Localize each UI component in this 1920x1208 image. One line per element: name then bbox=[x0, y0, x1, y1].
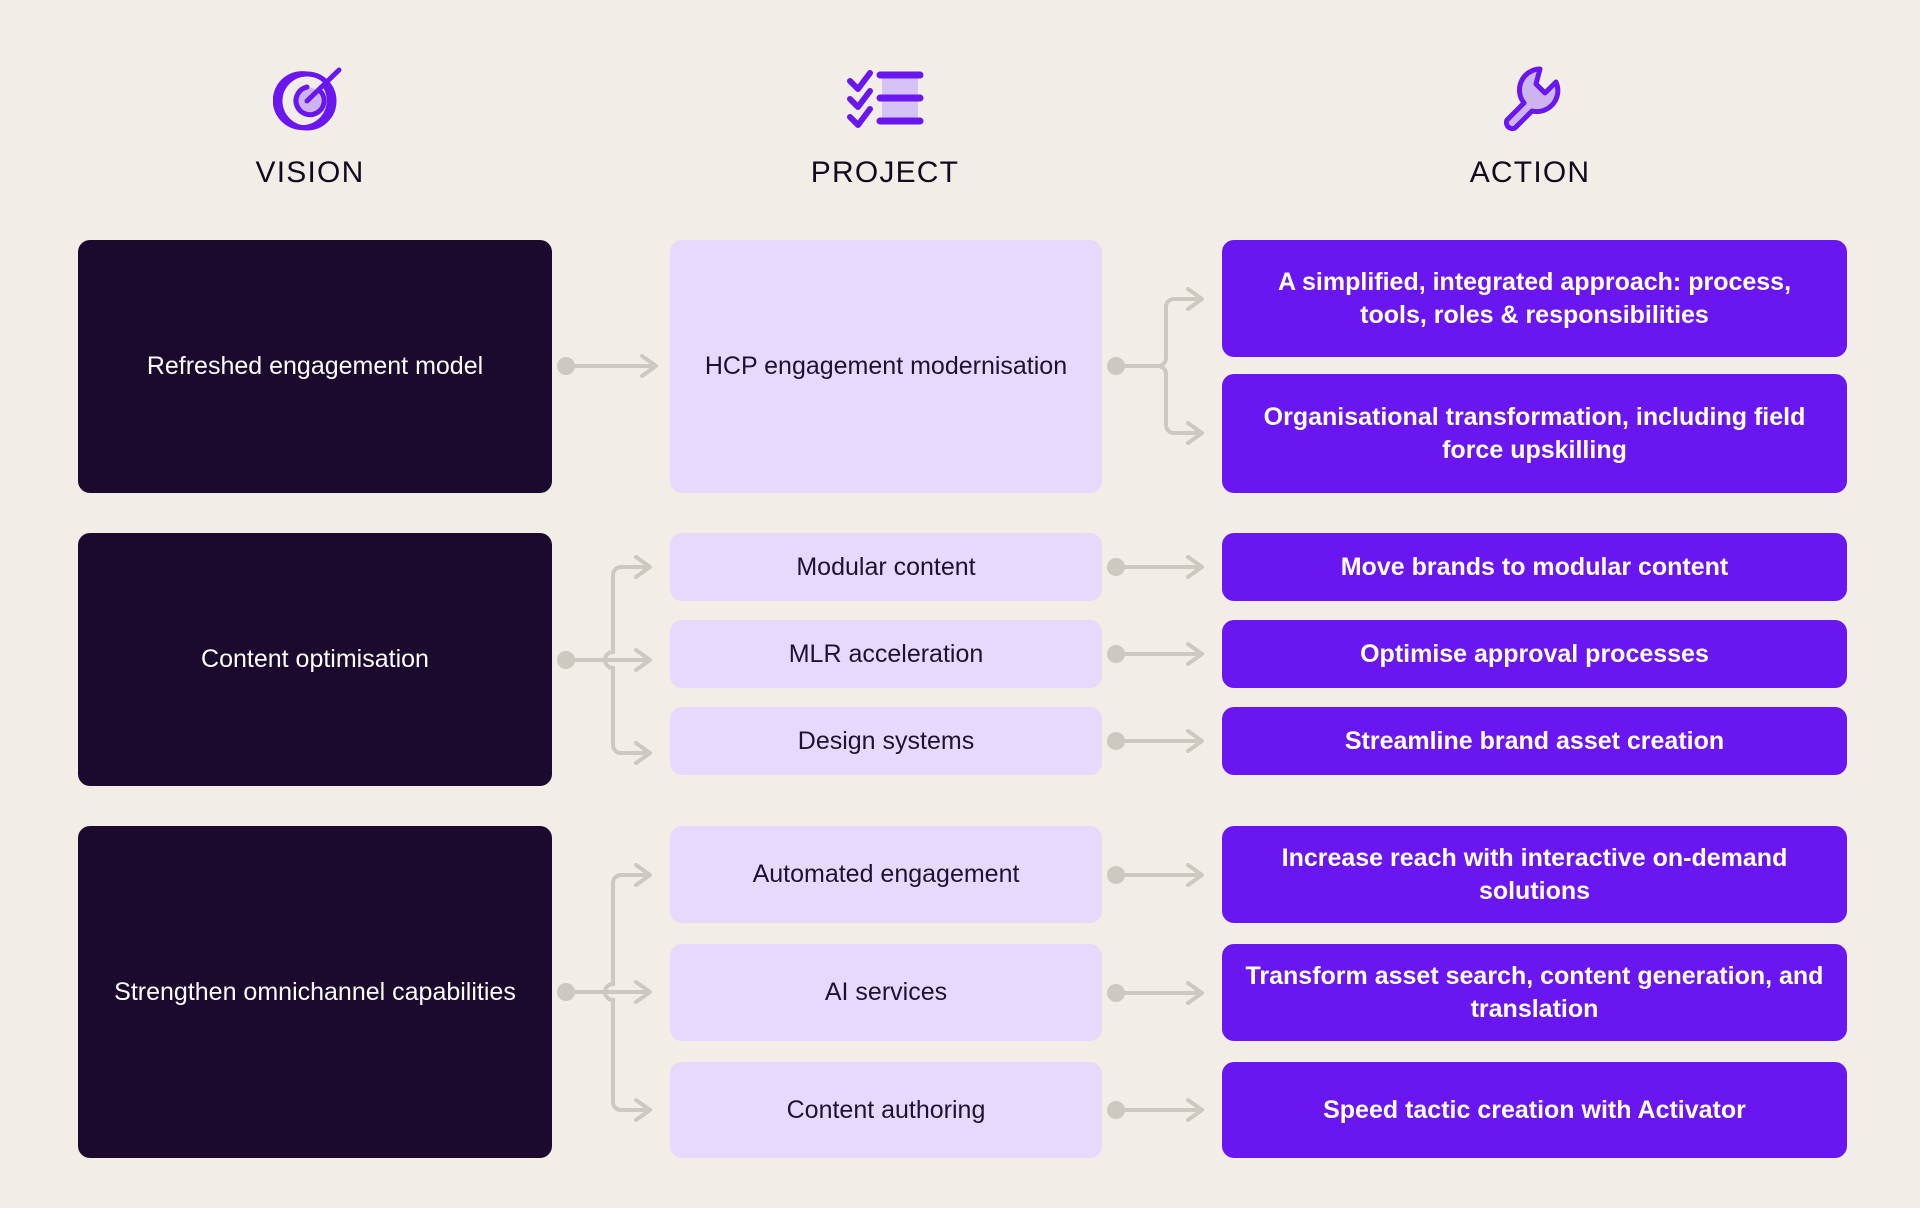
column-header-vision: VISION bbox=[195, 52, 425, 190]
column-label: ACTION bbox=[1469, 156, 1591, 189]
project-box[interactable]: Automated engagement bbox=[670, 826, 1102, 923]
action-box[interactable]: A simplified, integrated approach: proce… bbox=[1222, 240, 1847, 357]
vision-box[interactable]: Refreshed engagement model bbox=[78, 240, 552, 493]
checklist-icon bbox=[846, 52, 924, 144]
project-box[interactable]: Content authoring bbox=[670, 1062, 1102, 1158]
project-box[interactable]: HCP engagement modernisation bbox=[670, 240, 1102, 493]
action-box[interactable]: Speed tactic creation with Activator bbox=[1222, 1062, 1847, 1158]
project-box[interactable]: Design systems bbox=[670, 707, 1102, 775]
vision-box[interactable]: Content optimisation bbox=[78, 533, 552, 786]
target-icon bbox=[273, 52, 347, 144]
column-header-project: PROJECT bbox=[770, 52, 1000, 190]
project-box[interactable]: MLR acceleration bbox=[670, 620, 1102, 688]
project-box[interactable]: AI services bbox=[670, 944, 1102, 1041]
column-label: PROJECT bbox=[810, 156, 960, 189]
column-label: VISION bbox=[255, 156, 365, 189]
action-box[interactable]: Organisational transformation, including… bbox=[1222, 374, 1847, 493]
wrench-icon bbox=[1493, 52, 1567, 144]
action-box[interactable]: Increase reach with interactive on-deman… bbox=[1222, 826, 1847, 923]
action-box[interactable]: Move brands to modular content bbox=[1222, 533, 1847, 601]
column-header-action: ACTION bbox=[1415, 52, 1645, 190]
vision-box[interactable]: Strengthen omnichannel capabilities bbox=[78, 826, 552, 1158]
project-box[interactable]: Modular content bbox=[670, 533, 1102, 601]
action-box[interactable]: Optimise approval processes bbox=[1222, 620, 1847, 688]
action-box[interactable]: Transform asset search, content generati… bbox=[1222, 944, 1847, 1041]
action-box[interactable]: Streamline brand asset creation bbox=[1222, 707, 1847, 775]
